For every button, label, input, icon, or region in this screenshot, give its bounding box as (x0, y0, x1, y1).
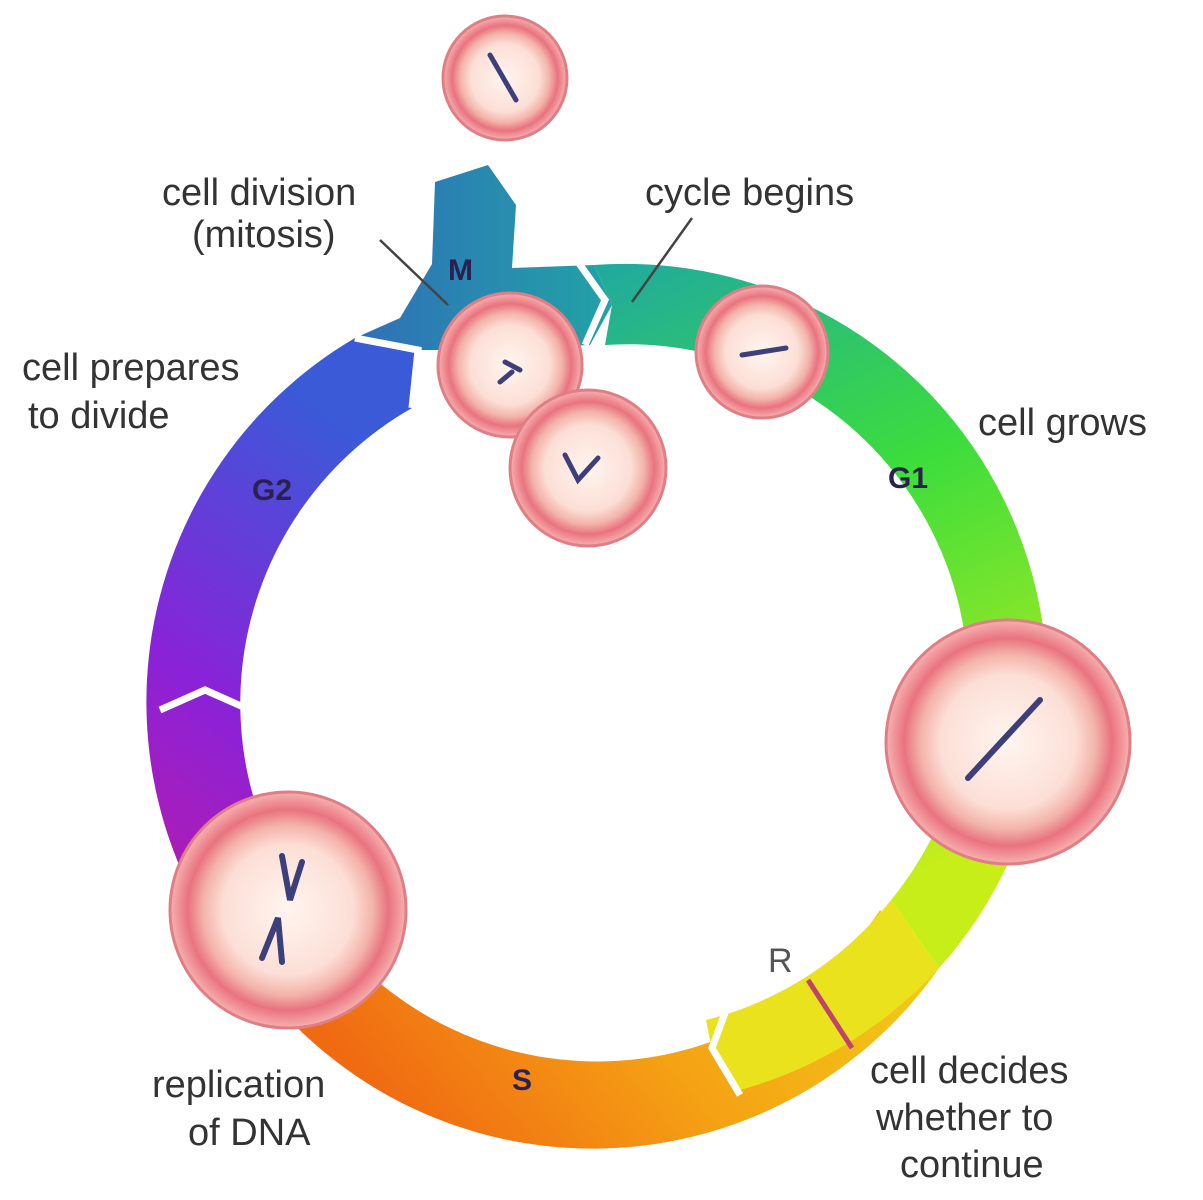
phase-label-s: S (512, 1064, 532, 1097)
label-decides-2: whether to (875, 1097, 1053, 1139)
divider-r-s (708, 1003, 744, 1097)
cell-g1-early (694, 284, 830, 420)
label-decides-3: continue (900, 1144, 1044, 1186)
label-replication-2: of DNA (188, 1112, 311, 1154)
label-cell-prepares-1: cell prepares (22, 347, 240, 389)
cell-g1-late (884, 618, 1132, 866)
label-cell-prepares-2: to divide (28, 395, 170, 437)
label-cell-division-2: (mitosis) (192, 214, 336, 256)
cell-dividing (436, 291, 668, 548)
phase-label-g2: G2 (252, 474, 292, 507)
mitosis-leader-line (379, 239, 449, 306)
cell-s-phase (168, 790, 408, 1030)
g1-segment (594, 263, 1048, 968)
phase-label-m: M (448, 254, 473, 287)
cell-top (441, 14, 569, 142)
label-cell-grows: cell grows (978, 402, 1147, 444)
divider-m-g1 (575, 259, 610, 347)
divider-g2-split (158, 686, 270, 722)
divider-m-g2 (354, 334, 422, 409)
label-replication-1: replication (152, 1064, 325, 1106)
r-segment (706, 900, 939, 1090)
phase-label-g1: G1 (888, 462, 928, 495)
s-segment (282, 910, 939, 1149)
phase-label-r: R (768, 942, 793, 980)
label-cycle-begins: cycle begins (645, 172, 854, 214)
restriction-point-line (805, 978, 855, 1050)
label-cell-division-1: cell division (162, 172, 356, 214)
cycle-begins-leader-line (630, 217, 694, 303)
label-decides-1: cell decides (870, 1050, 1069, 1092)
